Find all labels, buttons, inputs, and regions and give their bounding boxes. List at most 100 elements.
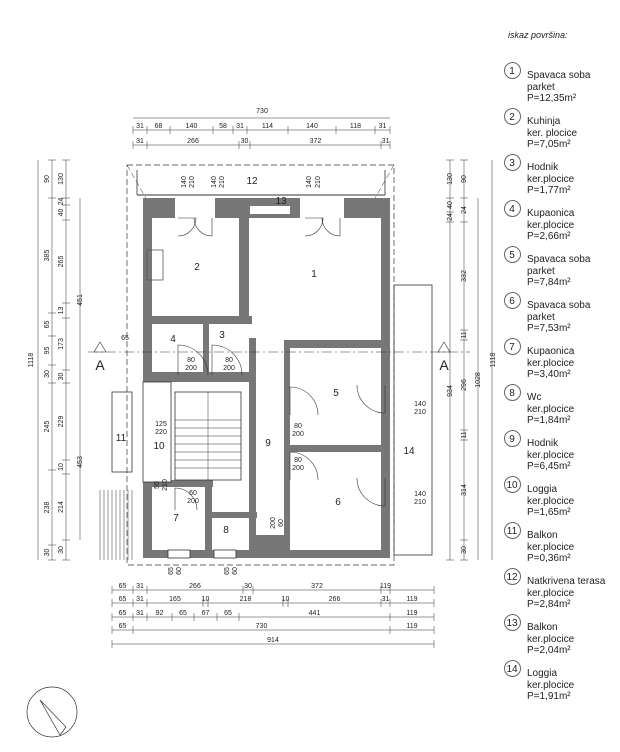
dimension-label: 31: [136, 123, 144, 130]
dimension-label: 65: [44, 321, 51, 329]
interior-wall: [249, 338, 256, 550]
interior-wall: [152, 316, 252, 324]
door-width: 80: [294, 423, 302, 430]
room-number-circle: 5: [500, 246, 524, 263]
door-height: 210: [162, 479, 169, 491]
dimension-label: 10: [58, 463, 65, 471]
room-name: Kupaonica: [527, 346, 575, 357]
dimension-label: 65: [179, 610, 187, 617]
room-area: P=1,65m²: [527, 507, 571, 518]
room-number-circle: 14: [500, 660, 524, 677]
room-name: Hodnik: [527, 162, 559, 173]
room-area: P=7,05m²: [527, 139, 571, 150]
dimension-label: 24: [58, 198, 65, 206]
door-width: 55: [154, 481, 161, 489]
room-name: Kuhinja: [527, 116, 561, 127]
room-finish: ker.plocice: [527, 173, 575, 185]
dimension-label: 58: [219, 123, 227, 130]
room-area: P=2,84m²: [527, 599, 571, 610]
room-finish: ker. plocice: [527, 127, 578, 139]
room-area: P=2,04m²: [527, 645, 571, 656]
dimension-label: 266: [189, 583, 201, 590]
roof-corner-line: [373, 164, 395, 201]
door-width: 200: [270, 517, 277, 529]
door-height: 60: [278, 519, 285, 527]
room-name: Hodnik: [527, 438, 559, 449]
north-arrow-icon: [39, 699, 67, 736]
room-label: 8: [223, 525, 229, 536]
door-height: 210: [414, 499, 426, 506]
dimension-label: 130: [58, 173, 65, 185]
dimension-label: 30: [44, 370, 51, 378]
door-height: 60: [176, 567, 183, 575]
window-opening: [213, 549, 237, 559]
dimension-label: 10: [282, 596, 290, 603]
room-finish: ker.plocice: [527, 495, 575, 507]
dimension-label: 31: [379, 123, 387, 130]
dimension-label: 441: [309, 610, 321, 617]
dimension-label: 31: [136, 583, 144, 590]
door-width: 65: [224, 567, 231, 575]
door-width: 140: [414, 401, 426, 408]
room-area: P=1,91m²: [527, 691, 571, 702]
section-arrow: [437, 341, 451, 353]
room-number-circle: 6: [500, 292, 524, 309]
dimension-label: 332: [461, 270, 468, 282]
room-area: P=12,35m²: [527, 93, 577, 104]
door-swing: [177, 217, 197, 237]
dimension-label: 119: [406, 623, 417, 630]
dimension-label: 140: [306, 123, 318, 130]
room-finish: ker.plocice: [527, 403, 575, 415]
door-swing: [356, 384, 386, 414]
room-finish: parket: [527, 81, 555, 93]
dimension-label: 92: [156, 610, 164, 617]
door-swing: [289, 386, 319, 416]
section-marker-left: A: [95, 357, 105, 373]
interior-wall: [284, 340, 290, 550]
roof-outline: [126, 164, 395, 566]
door-width: 80: [225, 357, 233, 364]
north-arrow-icon: [26, 686, 78, 738]
room-label: 11: [116, 433, 127, 444]
dimension-label: 31: [382, 138, 390, 145]
room-label: 14: [403, 446, 415, 457]
room-label: 1: [311, 269, 317, 280]
loggia-10-opening: [142, 381, 172, 483]
dimension-label: 65: [119, 623, 127, 630]
dimension-label: 296: [461, 379, 468, 391]
dimension-label: 451: [77, 294, 84, 306]
interior-wall: [284, 340, 384, 348]
door-swing: [211, 344, 243, 376]
room-number-circle: 8: [500, 384, 524, 401]
room-label: 7: [173, 513, 179, 524]
room-label: 13: [275, 196, 287, 207]
dimension-label: 31: [382, 596, 390, 603]
room-finish: parket: [527, 265, 555, 277]
door-height: 210: [315, 176, 322, 188]
dimension-label: 266: [187, 138, 199, 145]
dimension-label: 114: [262, 123, 273, 130]
door-width: 140: [306, 176, 313, 188]
dimension-label: 119: [406, 596, 417, 603]
dimension-label: 65: [119, 610, 127, 617]
dimension-label: 11: [461, 431, 468, 438]
dimension-label: 11: [461, 331, 468, 338]
section-marker-right: A: [439, 357, 449, 373]
dimension-label: 31: [136, 610, 144, 617]
dimension-label: 67: [202, 610, 210, 617]
dimension-label: 40: [58, 209, 65, 217]
door-height: 210: [219, 176, 226, 188]
